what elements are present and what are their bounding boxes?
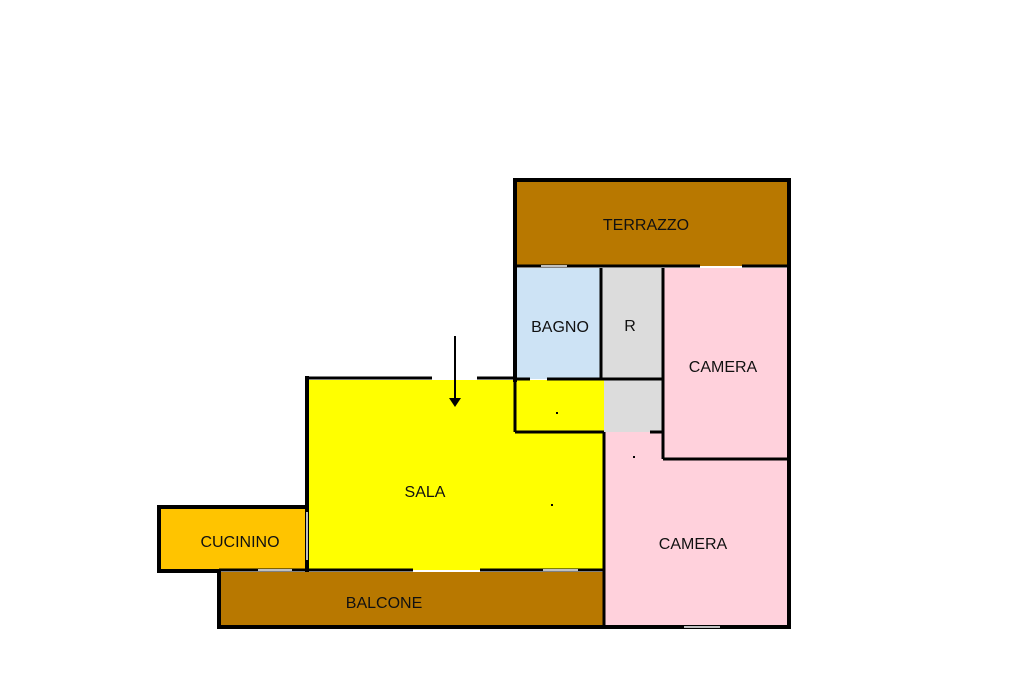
ripostiglio-area bbox=[602, 268, 662, 379]
camera-top-area bbox=[664, 268, 787, 459]
camera-bottom-area bbox=[605, 432, 787, 625]
bagno-area bbox=[517, 268, 601, 379]
sala-mark bbox=[551, 504, 553, 506]
sala-label: SALA bbox=[405, 484, 446, 501]
corridor-mark bbox=[556, 412, 558, 414]
terrazzo-label: TERRAZZO bbox=[603, 217, 689, 234]
windows bbox=[258, 265, 720, 628]
camera-bottom-label: CAMERA bbox=[659, 536, 728, 553]
cucinino-label: CUCININO bbox=[200, 534, 279, 551]
terrazzo-area bbox=[517, 182, 787, 266]
balcone-area bbox=[221, 572, 604, 626]
sala-area bbox=[307, 380, 604, 570]
arrow-down-icon bbox=[449, 336, 461, 407]
camera-top-label: CAMERA bbox=[689, 359, 758, 376]
camera-mark bbox=[633, 456, 635, 458]
bagno-label: BAGNO bbox=[531, 319, 589, 336]
ripostiglio-label: R bbox=[624, 318, 636, 335]
balcone-label: BALCONE bbox=[346, 595, 422, 612]
cucinino-area bbox=[161, 508, 307, 570]
